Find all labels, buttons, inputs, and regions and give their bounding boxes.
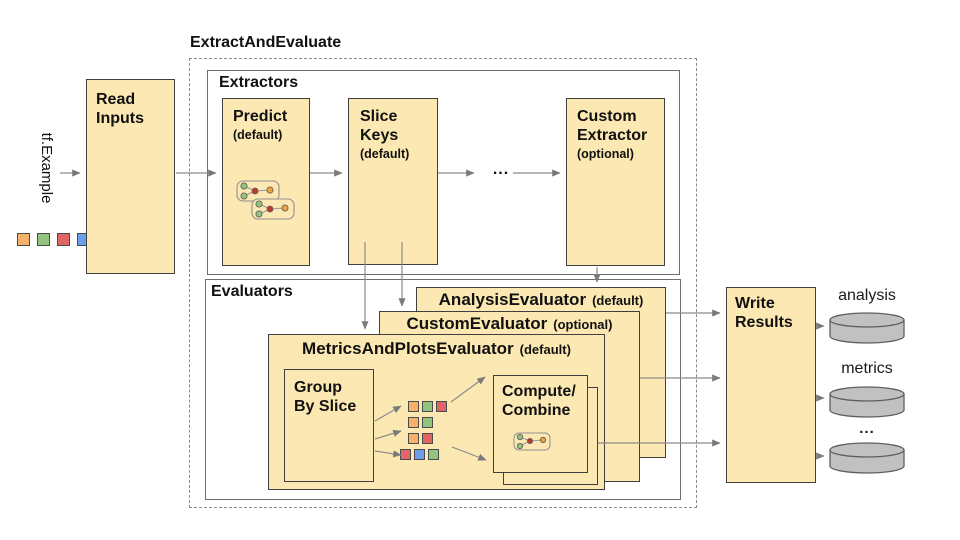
slice-keys-extractor-box: Slice Keys (default) (348, 98, 438, 265)
slice-keys-label: Slice Keys (360, 108, 399, 144)
data-square-red (400, 449, 411, 460)
custom-extractor-qualifier: (optional) (577, 147, 634, 161)
read-inputs-label: Read Inputs (96, 91, 144, 127)
data-square-orange (408, 417, 419, 428)
model-graph-icon (513, 432, 551, 451)
input-data-squares (17, 233, 93, 251)
sliced-data-squares (400, 401, 447, 465)
analysis-evaluator-label: AnalysisEvaluator (438, 290, 587, 309)
write-results-label: Write Results (735, 295, 793, 331)
extract-and-evaluate-container (189, 58, 697, 508)
predict-extractor-box: Predict (default) (222, 98, 310, 266)
data-square-orange (17, 233, 30, 246)
evaluators-section-label: Evaluators (211, 283, 293, 300)
data-square-red (57, 233, 70, 246)
slice-keys-qualifier: (default) (360, 147, 410, 161)
metrics-store-label: metrics (841, 360, 893, 377)
compute-combine-box: Compute/ Combine (493, 375, 588, 473)
metrics-evaluator-qualifier: (default) (519, 342, 571, 357)
predict-label: Predict (233, 108, 288, 125)
data-square-red (422, 433, 433, 444)
metrics-db-cylinder (829, 386, 905, 418)
data-square-red (436, 401, 447, 412)
analysis-evaluator-qualifier: (default) (592, 293, 644, 308)
tf-example-label: tf.Example (38, 132, 55, 204)
data-square-green (422, 401, 433, 412)
custom-evaluator-label: CustomEvaluator (406, 314, 548, 333)
diagram-title: ExtractAndEvaluate (190, 34, 342, 51)
group-by-slice-label: Group By Slice (294, 379, 357, 415)
data-square-green (37, 233, 50, 246)
custom-extractor-box: Custom Extractor (optional) (566, 98, 665, 266)
model-graph-icon (251, 198, 295, 220)
custom-evaluator-qualifier: (optional) (553, 317, 613, 332)
data-square-blue (414, 449, 425, 460)
metrics-evaluator-label: MetricsAndPlotsEvaluator (302, 339, 514, 358)
data-square-green (422, 417, 433, 428)
analysis-store-label: analysis (838, 287, 896, 304)
more-stores-ellipsis: ... (859, 420, 875, 437)
read-inputs-box: Read Inputs (86, 79, 175, 274)
compute-combine-label: Compute/ Combine (502, 383, 576, 419)
predict-qualifier: (default) (233, 128, 283, 142)
other-db-cylinder (829, 442, 905, 474)
data-square-orange (408, 433, 419, 444)
extractors-section-label: Extractors (219, 74, 299, 91)
evaluators-container: Evaluators (205, 279, 681, 500)
analysis-db-cylinder (829, 312, 905, 344)
write-results-box: Write Results (726, 287, 816, 483)
extractors-ellipsis: ... (492, 161, 510, 178)
custom-extractor-label: Custom Extractor (577, 108, 648, 144)
data-square-green (428, 449, 439, 460)
data-square-orange (408, 401, 419, 412)
group-by-slice-box: Group By Slice (284, 369, 374, 482)
